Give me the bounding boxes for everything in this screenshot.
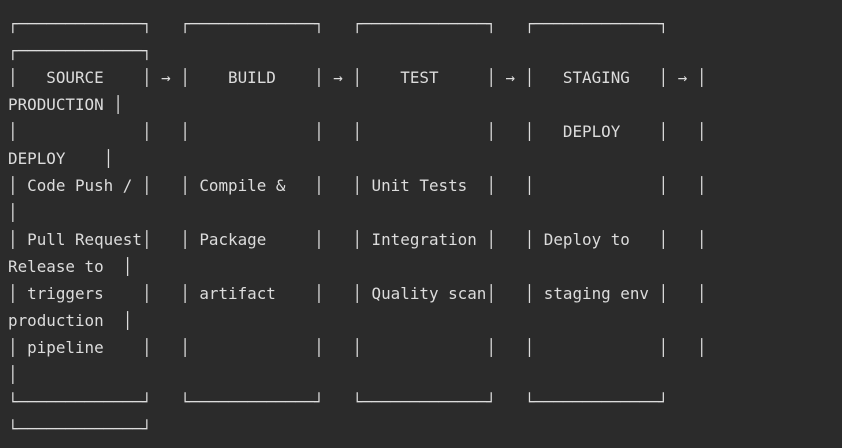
diagram-line-top-border: ┌─────────────┐ ┌─────────────┐ ┌───────… (8, 14, 669, 33)
diagram-line-bottom-border: └─────────────┘ └─────────────┘ └───────… (8, 392, 669, 411)
diagram-line-step-4: │ pipeline │ │ │ │ │ │ │ │ (8, 338, 707, 357)
diagram-line-step-3: │ triggers │ │ artifact │ │ Quality scan… (8, 284, 707, 303)
diagram-line-bottom-border-wrap: └─────────────┘ (8, 419, 152, 438)
diagram-line-step-2-wrap: Release to │ (8, 257, 133, 276)
diagram-line-stage-titles: │ SOURCE │ → │ BUILD │ → │ TEST │ → │ ST… (8, 68, 707, 87)
diagram-line-step-1: │ Code Push / │ │ Compile & │ │ Unit Tes… (8, 176, 707, 195)
diagram-line-step-2: │ Pull Request│ │ Package │ │ Integratio… (8, 230, 707, 249)
diagram-line-step-4-wrap: │ (8, 365, 18, 384)
diagram-line-production-title: PRODUCTION │ (8, 95, 123, 114)
diagram-line-production-deploy: DEPLOY │ (8, 149, 114, 168)
diagram-line-step-1-wrap: │ (8, 203, 18, 222)
diagram-line-deploy-subtitles: │ │ │ │ │ │ │ DEPLOY │ │ (8, 122, 707, 141)
diagram-line-step-3-wrap: production │ (8, 311, 133, 330)
diagram-line-top-border-wrap: ┌─────────────┐ (8, 41, 152, 60)
